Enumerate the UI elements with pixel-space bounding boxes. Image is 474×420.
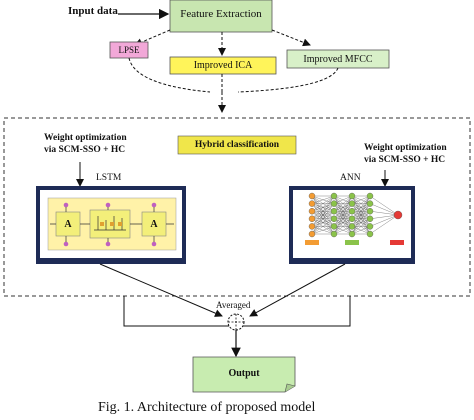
weight-opt-right-line1: Weight optimization — [364, 143, 447, 153]
ann-node — [366, 207, 374, 215]
ann-edge — [351, 195, 371, 235]
ann-node — [393, 210, 403, 220]
ann-edge — [351, 195, 371, 219]
ann-node — [348, 207, 356, 215]
ann-node — [348, 230, 356, 238]
ann-edge — [351, 195, 371, 204]
ann-node — [366, 215, 374, 223]
curve-lpse — [128, 57, 211, 93]
ann-node — [308, 207, 316, 215]
feature-extraction-box — [169, 0, 273, 33]
ann-node — [348, 200, 356, 207]
ann-node — [330, 207, 338, 215]
lstm-cell-right-label: A — [150, 218, 158, 230]
ann-edge — [311, 195, 335, 235]
ann-edge — [333, 226, 353, 235]
ann-edge — [311, 203, 335, 235]
ann-node — [366, 230, 374, 238]
ann-panel — [289, 186, 415, 264]
ica-box — [169, 56, 277, 75]
ann-edge — [369, 195, 399, 216]
ann-node — [348, 215, 356, 223]
ann-edge — [351, 226, 371, 235]
ann-edge — [369, 211, 399, 216]
feature-extraction-label: Feature Extraction — [180, 8, 262, 20]
ann-edge — [333, 195, 353, 227]
lstm-to-averaged — [99, 263, 223, 317]
ann-node — [308, 223, 316, 230]
averaged-label: Averaged — [216, 300, 251, 310]
ann-edge — [311, 195, 335, 204]
lstm-title: LSTM — [96, 173, 122, 183]
input-data-label: Input data — [68, 5, 118, 17]
ann-node — [348, 223, 356, 230]
ann-edge — [369, 214, 399, 227]
weight-opt-left-line1: Weight optimization — [44, 133, 127, 143]
ann-node — [330, 192, 338, 200]
ann-edge — [311, 195, 335, 227]
lstm-panel — [36, 186, 186, 264]
output-label: Output — [228, 367, 260, 379]
lpse-label: LPSE — [118, 45, 140, 55]
ann-edge — [351, 203, 371, 235]
ann-edge — [351, 218, 371, 235]
weight-opt-left-line2: via SCM-SSO + HC — [44, 145, 126, 155]
arrow-to-mfcc — [271, 29, 311, 47]
ann-node — [366, 192, 374, 200]
ann-edge — [351, 195, 371, 227]
ann-edge — [369, 214, 399, 235]
figure-caption: Fig. 1. Architecture of proposed model — [98, 400, 316, 415]
weight-opt-right-line2: via SCM-SSO + HC — [364, 155, 446, 165]
ann-node — [330, 215, 338, 223]
ann-node — [308, 200, 316, 207]
ann-title: ANN — [340, 173, 361, 183]
ann-node — [308, 230, 316, 238]
ann-edge — [333, 211, 353, 235]
hybrid-classification-box — [177, 135, 297, 155]
ann-node — [366, 200, 374, 207]
ann-edge — [311, 195, 335, 212]
ann-edge — [311, 218, 335, 235]
ann-edge — [333, 218, 353, 235]
ann-node — [308, 192, 316, 200]
ann-node — [308, 215, 316, 223]
ica-label: Improved ICA — [193, 60, 253, 71]
curve-mfcc — [237, 67, 339, 93]
ann-node — [348, 192, 356, 200]
ann-edge — [369, 203, 399, 216]
ann-edge — [333, 195, 353, 235]
hybrid-region — [3, 117, 471, 297]
ann-edge — [351, 211, 371, 235]
hybrid-classification-label: Hybrid classification — [194, 140, 280, 150]
ann-edge — [333, 203, 353, 235]
ann-edge — [333, 195, 353, 219]
ann-to-averaged — [249, 263, 346, 317]
ann-edge — [333, 195, 353, 204]
lstm-cell-left-label: A — [64, 218, 72, 230]
ann-edge — [311, 195, 335, 219]
ann-edge — [311, 211, 335, 235]
ann-edge — [333, 195, 353, 212]
mfcc-label: Improved MFCC — [303, 53, 373, 65]
ann-node — [330, 200, 338, 207]
ann-node — [330, 223, 338, 230]
ann-node — [330, 230, 338, 238]
ann-node — [366, 223, 374, 230]
ann-edge — [311, 226, 335, 235]
ann-edge — [369, 214, 399, 219]
ann-edge — [351, 195, 371, 212]
